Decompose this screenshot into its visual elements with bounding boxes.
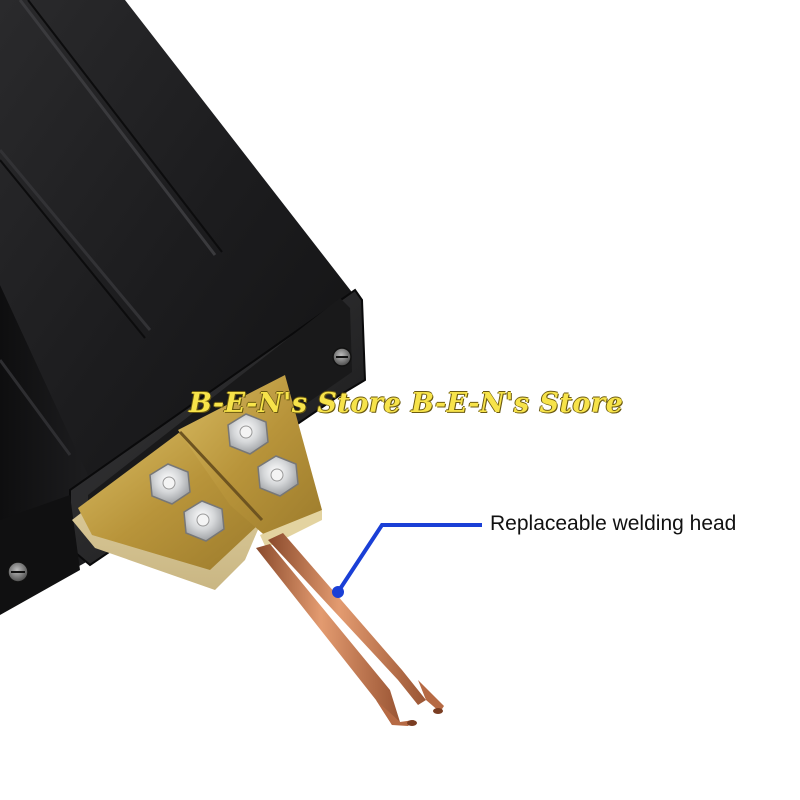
callout-label: Replaceable welding head [490,512,737,535]
hex-nut-icon [257,455,299,497]
screw-icon [332,347,352,367]
copper-electrode-right [268,533,444,714]
hex-nut-icon [183,500,225,542]
screw-icon [7,561,29,583]
hex-nut-icon [149,463,191,505]
hex-nut-icon [227,413,269,455]
copper-electrode-left [256,544,417,726]
callout-leader [332,523,482,598]
